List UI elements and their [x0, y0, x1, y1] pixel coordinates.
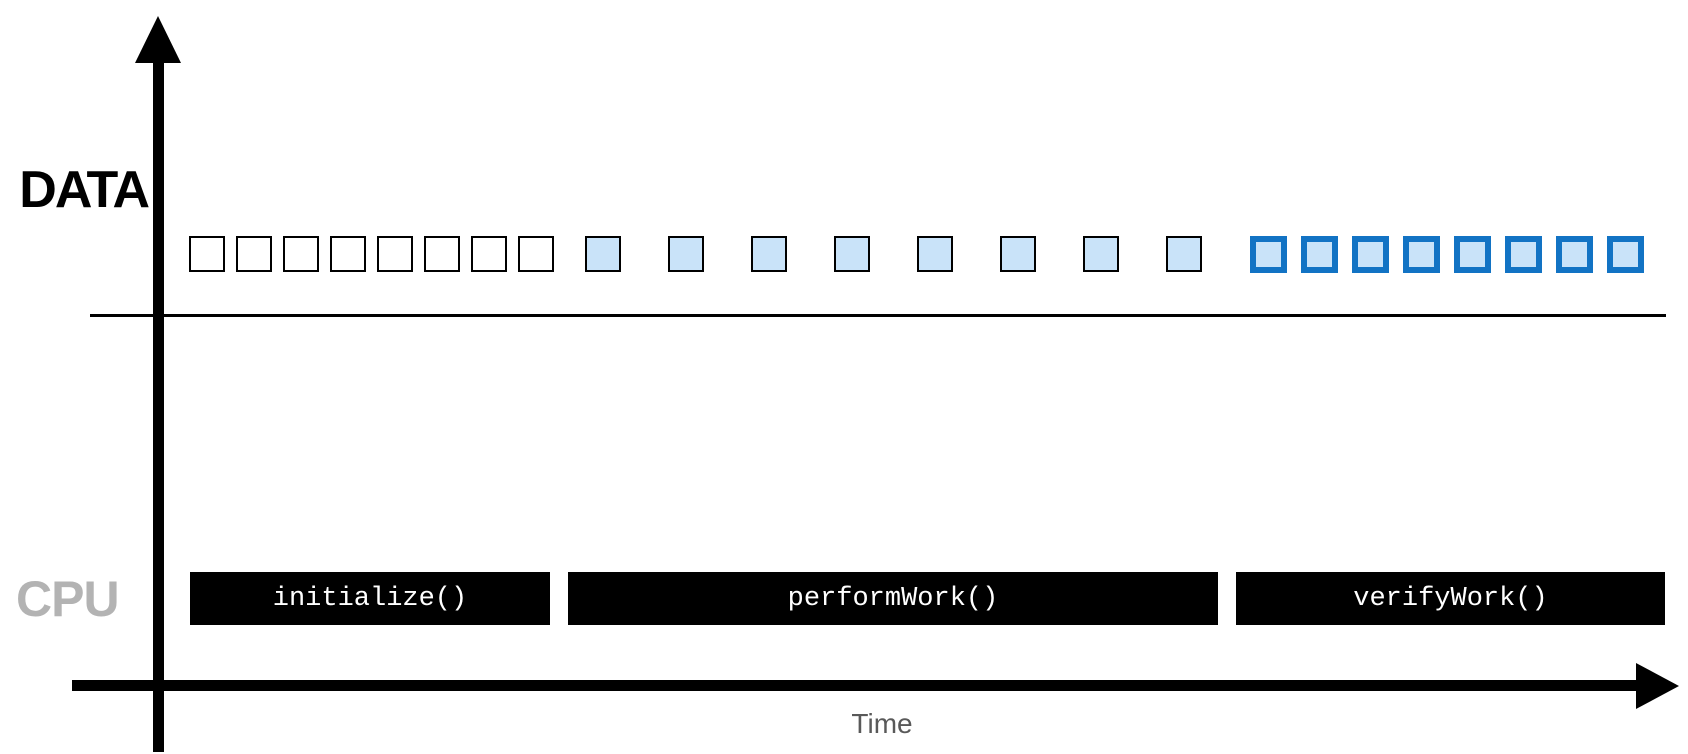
data-square-verified-highlight: [1403, 236, 1440, 273]
data-square-processed-filled: [585, 236, 621, 272]
data-square-verified-highlight: [1454, 236, 1491, 273]
data-square-verified-highlight: [1556, 236, 1593, 273]
data-square-processed-filled: [751, 236, 787, 272]
data-square-processed-filled: [917, 236, 953, 272]
data-square-initialized-empty: [471, 236, 507, 272]
data-square-initialized-empty: [518, 236, 554, 272]
data-square-processed-filled: [1000, 236, 1036, 272]
time-axis-label: Time: [851, 708, 913, 739]
cpu-bar-initialize-label: initialize(): [272, 583, 468, 614]
data-square-processed-filled: [1166, 236, 1202, 272]
data-squares-group-processed: [585, 236, 1202, 272]
cpu-bar-performwork: performWork(): [568, 572, 1218, 625]
data-row-label: DATA: [19, 161, 150, 219]
cpu-row-label: CPU: [16, 571, 120, 627]
data-square-initialized-empty: [330, 236, 366, 272]
cpu-bar-verifywork: verifyWork(): [1236, 572, 1665, 625]
data-square-initialized-empty: [283, 236, 319, 272]
data-square-verified-highlight: [1250, 236, 1287, 273]
data-square-verified-highlight: [1505, 236, 1542, 273]
cpu-bar-performwork-label: performWork(): [787, 583, 999, 614]
data-square-processed-filled: [834, 236, 870, 272]
data-square-verified-highlight: [1607, 236, 1644, 273]
cpu-bar-initialize: initialize(): [190, 572, 550, 625]
up-arrow-icon: [135, 16, 181, 63]
data-squares-group-verified: [1250, 236, 1644, 273]
right-arrow-icon: [1636, 663, 1679, 709]
track-divider-line: [90, 314, 1666, 317]
data-square-verified-highlight: [1301, 236, 1338, 273]
cpu-bar-verifywork-label: verifyWork(): [1353, 583, 1548, 614]
data-squares-group-initialized: [189, 236, 554, 272]
data-square-processed-filled: [1083, 236, 1119, 272]
y-axis-line: [153, 56, 164, 752]
data-square-initialized-empty: [189, 236, 225, 272]
data-square-verified-highlight: [1352, 236, 1389, 273]
data-square-initialized-empty: [424, 236, 460, 272]
data-square-processed-filled: [668, 236, 704, 272]
time-axis-line: [72, 680, 1642, 691]
data-square-initialized-empty: [377, 236, 413, 272]
data-square-initialized-empty: [236, 236, 272, 272]
